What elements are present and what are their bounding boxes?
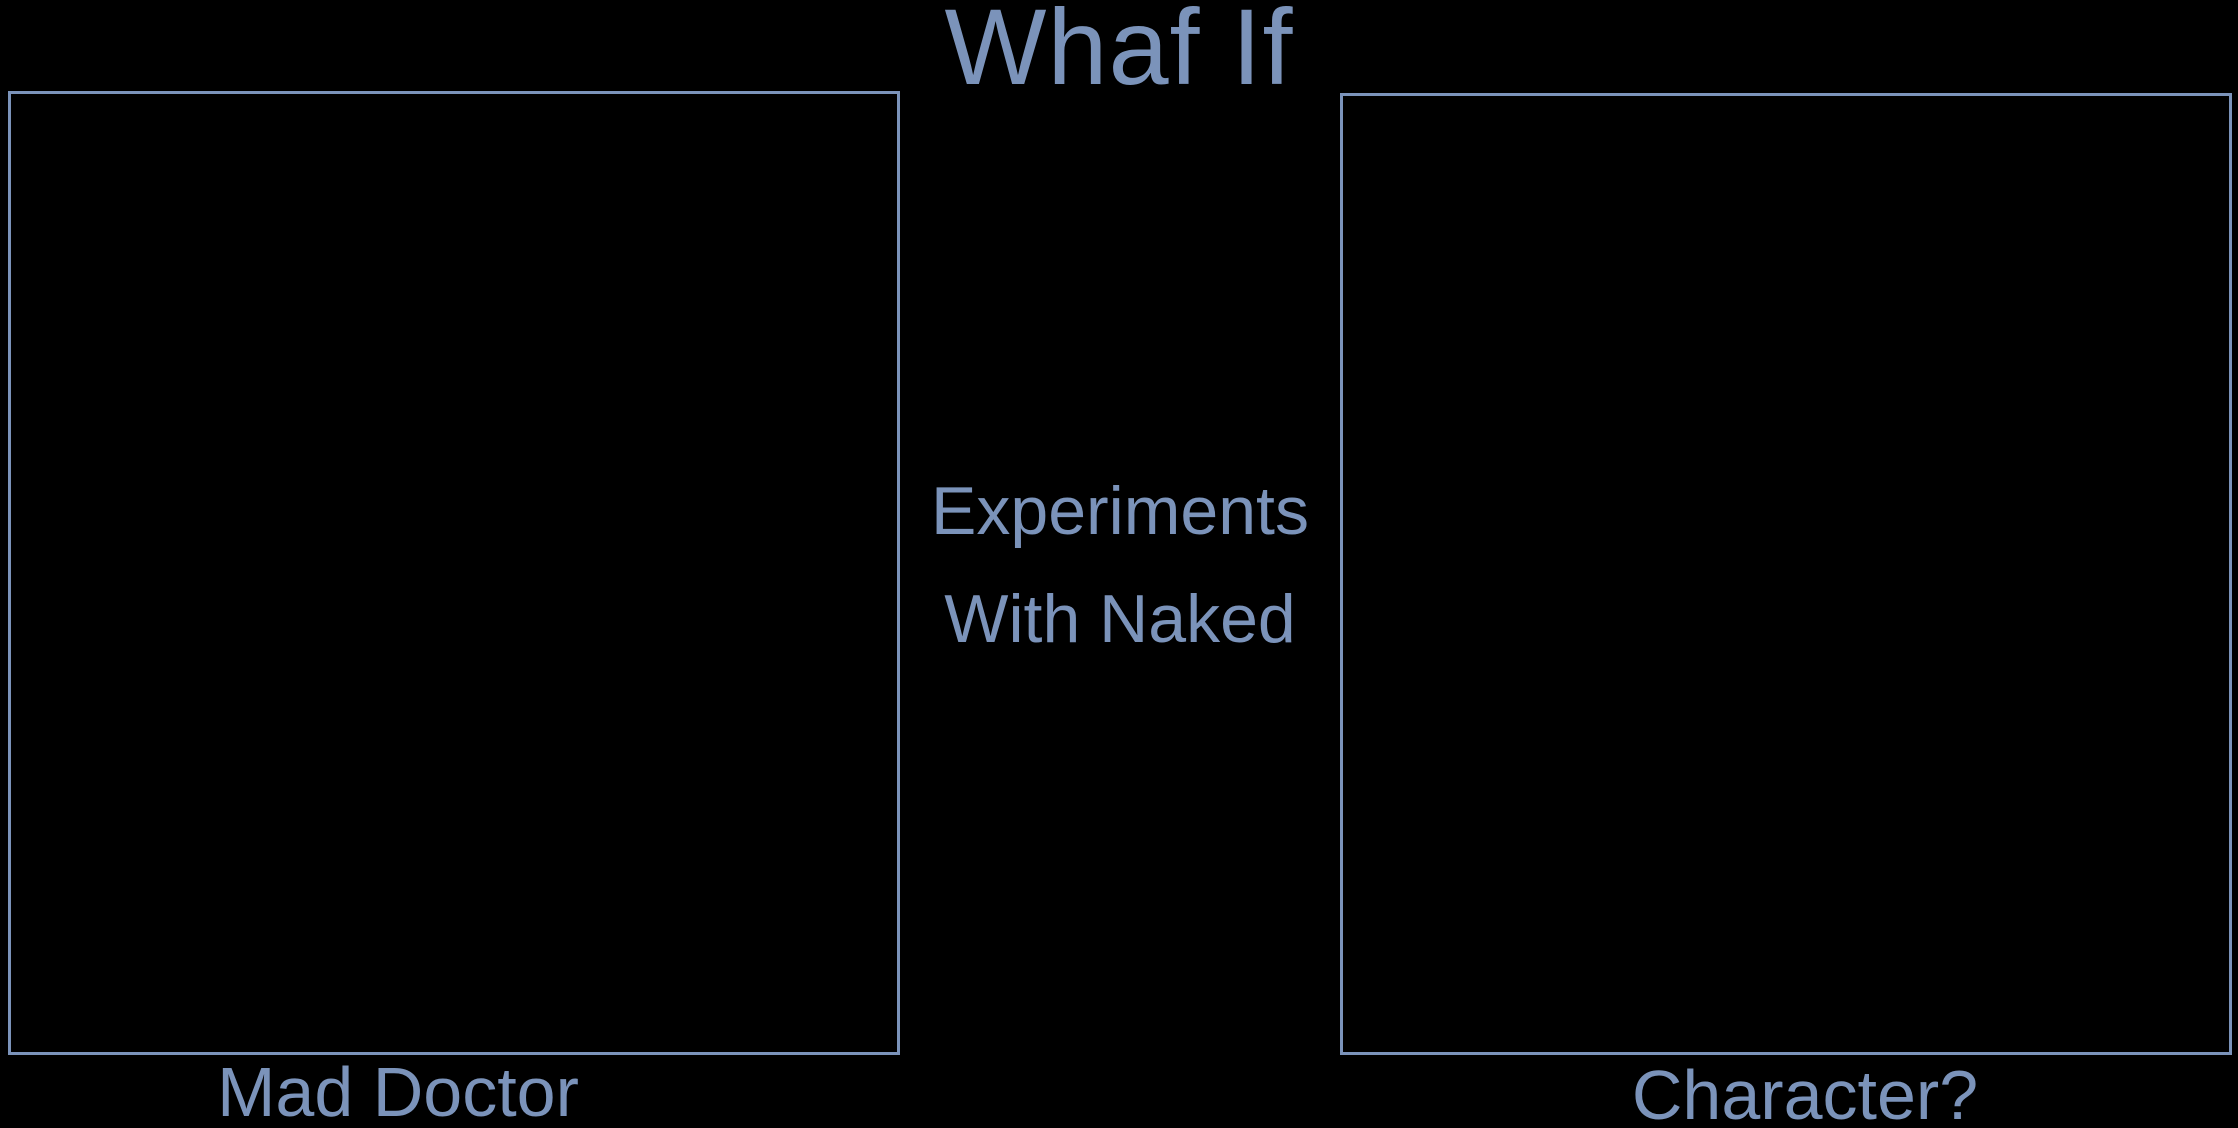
left-character-frame	[8, 91, 900, 1055]
center-caption-line-1: Experiments	[931, 473, 1309, 549]
right-character-frame	[1340, 93, 2232, 1055]
page-title: Whaf If	[944, 0, 1294, 107]
left-frame-label: Mad Doctor	[217, 1053, 579, 1128]
right-frame-label: Character?	[1631, 1056, 1979, 1128]
center-caption: Experiments With Naked	[900, 457, 1340, 673]
center-caption-line-2: With Naked	[944, 581, 1296, 657]
